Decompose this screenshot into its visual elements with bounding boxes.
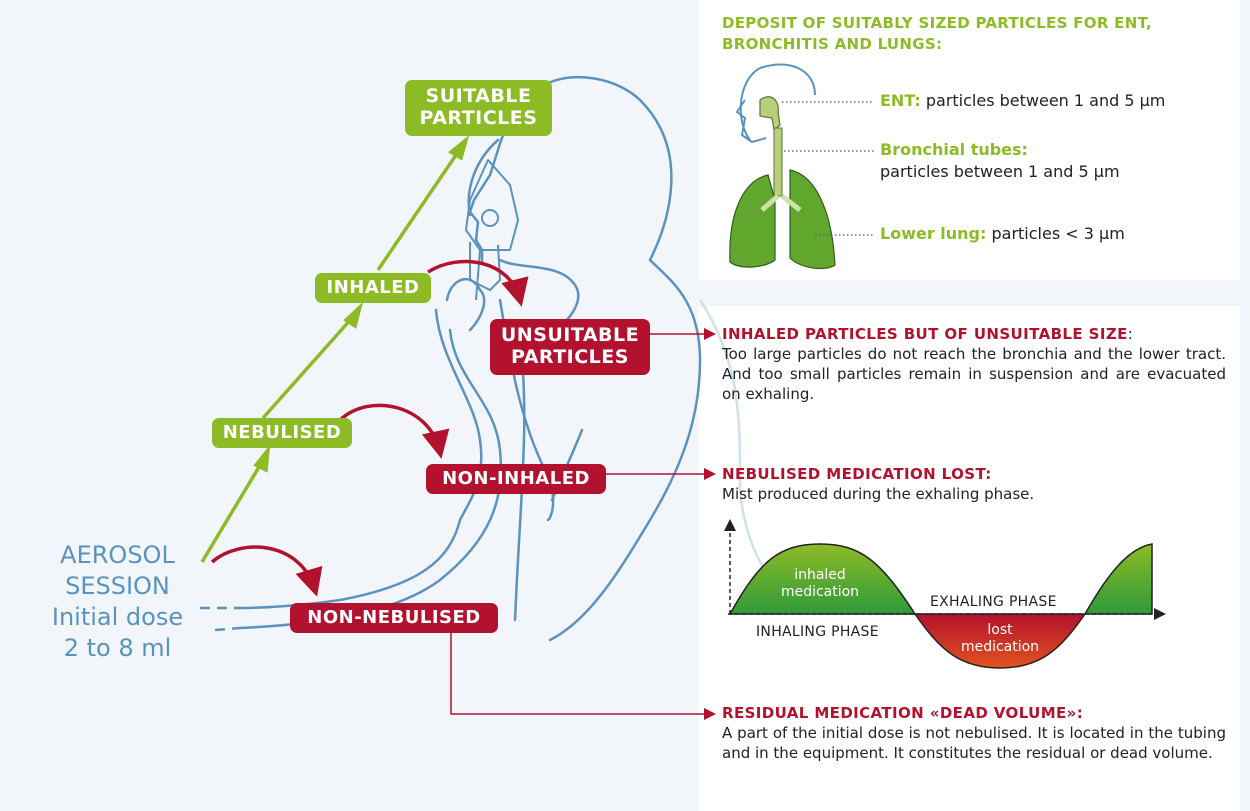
unsuitable-heading-colon: : (1127, 325, 1133, 343)
tag-unsuitable-particles: UNSUITABLE PARTICLES (490, 319, 650, 375)
deposit-title: DEPOSIT OF SUITABLY SIZED PARTICLES FOR … (722, 13, 1222, 55)
tag-non-inhaled: NON-INHALED (426, 464, 606, 494)
tag-non-inhaled-label: NON-INHALED (442, 467, 590, 489)
aerosol-line-2: SESSION (65, 572, 170, 600)
bronchial-text: particles between 1 and 5 µm (880, 162, 1120, 181)
inhaling-phase-label: INHALING PHASE (756, 624, 879, 640)
tag-unsuitable-line-2: PARTICLES (511, 346, 629, 368)
lost-area (913, 613, 1087, 669)
residual-heading: RESIDUAL MEDICATION «DEAD VOLUME»: (722, 704, 1084, 722)
deposit-title-line-2: BRONCHITIS AND LUNGS: (722, 35, 943, 53)
nebuliser-mask (465, 159, 519, 301)
tag-nebulised-label: NEBULISED (222, 421, 342, 443)
unsuitable-heading: INHALED PARTICLES BUT OF UNSUITABLE SIZE… (722, 324, 1226, 344)
tubing-dashed-2 (214, 626, 241, 632)
aerosol-line-3: Initial dose (51, 603, 184, 631)
tag-inhaled: INHALED (315, 273, 431, 303)
wave-lost-line-1: lost (987, 622, 1013, 638)
unsuitable-note: INHALED PARTICLES BUT OF UNSUITABLE SIZE… (722, 324, 1226, 404)
deposit-panel (698, 0, 1240, 280)
red-connectors (450, 328, 716, 720)
unsuitable-heading-text: INHALED PARTICLES BUT OF UNSUITABLE SIZE (722, 325, 1128, 343)
aerosol-session-label: AEROSOL SESSION Initial dose 2 to 8 ml (30, 540, 205, 664)
tag-nebulised: NEBULISED (212, 418, 352, 448)
deposit-bronchial: Bronchial tubes: particles between 1 and… (880, 139, 1230, 183)
breathing-wave-chart (724, 519, 1166, 669)
tag-suitable-line-1: SUITABLE (425, 85, 532, 108)
tag-inhaled-label: INHALED (326, 276, 420, 298)
tag-unsuitable-line-1: UNSUITABLE (500, 324, 640, 347)
lower-lung-label: Lower lung: (880, 224, 987, 243)
unsuitable-body: Too large particles do not reach the bro… (722, 345, 1226, 403)
deposit-ent: ENT: particles between 1 and 5 µm (880, 91, 1230, 111)
anatomy-illustration (729, 63, 836, 270)
lost-note: NEBULISED MEDICATION LOST: Mist produced… (722, 464, 1226, 504)
inhaled-area (728, 543, 917, 615)
exhaling-phase-label: EXHALING PHASE (930, 594, 1057, 610)
tag-non-nebulised: NON-NEBULISED (290, 603, 498, 633)
tag-suitable-particles: SUITABLE PARTICLES (405, 80, 552, 136)
ent-label: ENT: (880, 91, 921, 110)
aerosol-line-4: 2 to 8 ml (63, 634, 172, 662)
green-arrows (200, 135, 470, 563)
wave-inhaled-line-2: medication (780, 584, 860, 600)
residual-note: RESIDUAL MEDICATION «DEAD VOLUME»: A par… (722, 703, 1226, 763)
lost-heading: NEBULISED MEDICATION LOST: (722, 465, 992, 483)
lost-body: Mist produced during the exhaling phase. (722, 485, 1035, 503)
next-inhaled-area (1083, 543, 1153, 615)
ent-text: particles between 1 and 5 µm (920, 91, 1166, 110)
lower-lung-text: particles < 3 µm (986, 224, 1125, 243)
wave-inhaled-line-1: inhaled (794, 567, 846, 583)
deposit-lower-lung: Lower lung: particles < 3 µm (880, 224, 1230, 244)
bronchial-label: Bronchial tubes: (880, 140, 1028, 159)
wave-lost-line-2: medication (960, 639, 1040, 655)
residual-body: A part of the initial dose is not nebuli… (722, 724, 1226, 762)
anatomy-leaders (782, 101, 874, 236)
tag-suitable-line-2: PARTICLES (419, 107, 538, 129)
connector-line (698, 299, 767, 571)
deposit-title-line-1: DEPOSIT OF SUITABLY SIZED PARTICLES FOR … (722, 14, 1152, 32)
tag-non-nebulised-label: NON-NEBULISED (307, 606, 481, 628)
wave-inhaled-label: inhaled medication (760, 567, 880, 601)
wave-lost-label: lost medication (940, 622, 1060, 656)
red-curved-arrows (210, 259, 529, 597)
aerosol-line-1: AEROSOL (60, 541, 175, 569)
